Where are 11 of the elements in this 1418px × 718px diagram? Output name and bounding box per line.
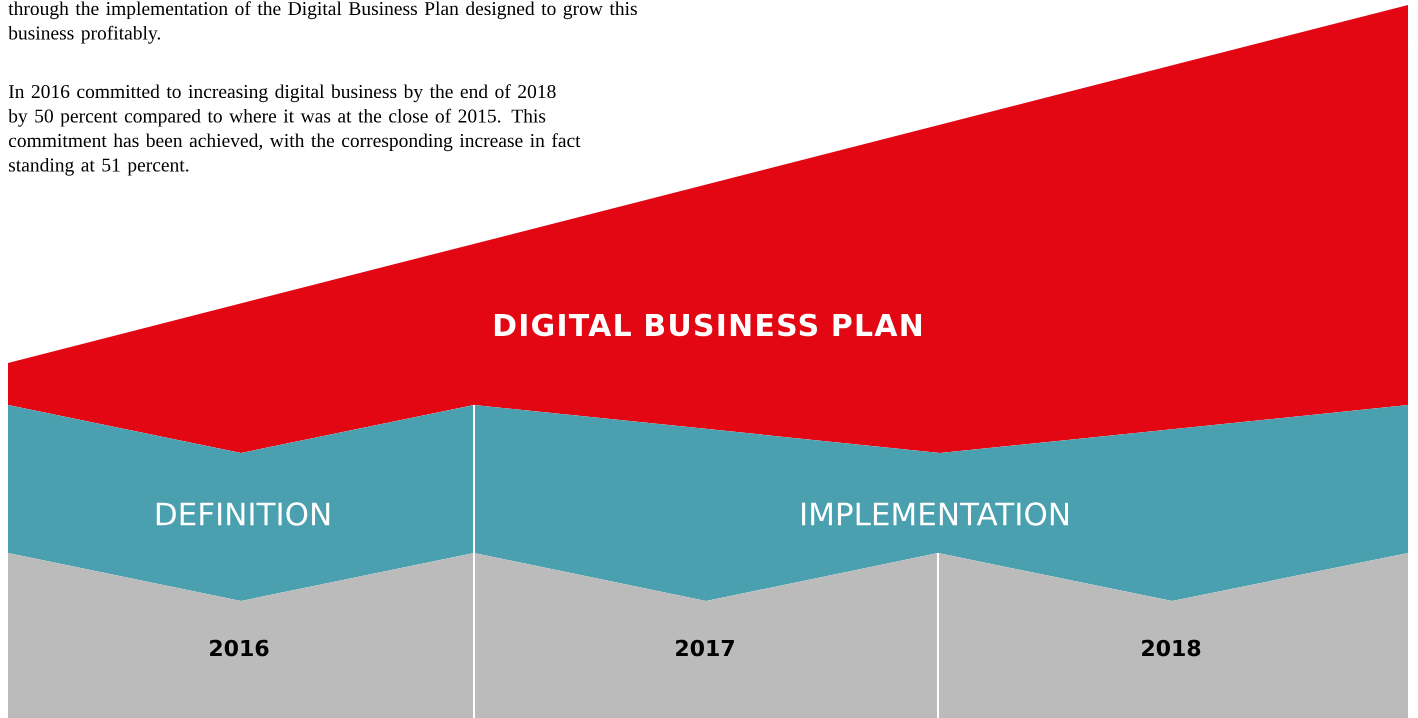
chevron-band: IMPLEMENTATION xyxy=(474,405,1408,601)
paragraph-text: In 2016 committed to increasing digital business by the end of 2018 by 50 percent compared to where it was at the close of 2015. This commitment has been achieved, with the corresponding increase in fact standing at 51 percent. xyxy=(8,84,581,176)
node-label: 2016 xyxy=(210,639,269,657)
node-label: 2018 xyxy=(1142,639,1201,657)
year-block: 2016 xyxy=(8,553,474,718)
node-label: 2017 xyxy=(676,639,734,657)
year-block: 2018 xyxy=(938,553,1408,718)
node-label: IMPLEMENTATION xyxy=(802,502,1068,526)
chevron-band: DEFINITION xyxy=(8,405,474,601)
year-block: 2017 xyxy=(474,553,938,718)
node-label: DEFINITION xyxy=(156,502,330,526)
